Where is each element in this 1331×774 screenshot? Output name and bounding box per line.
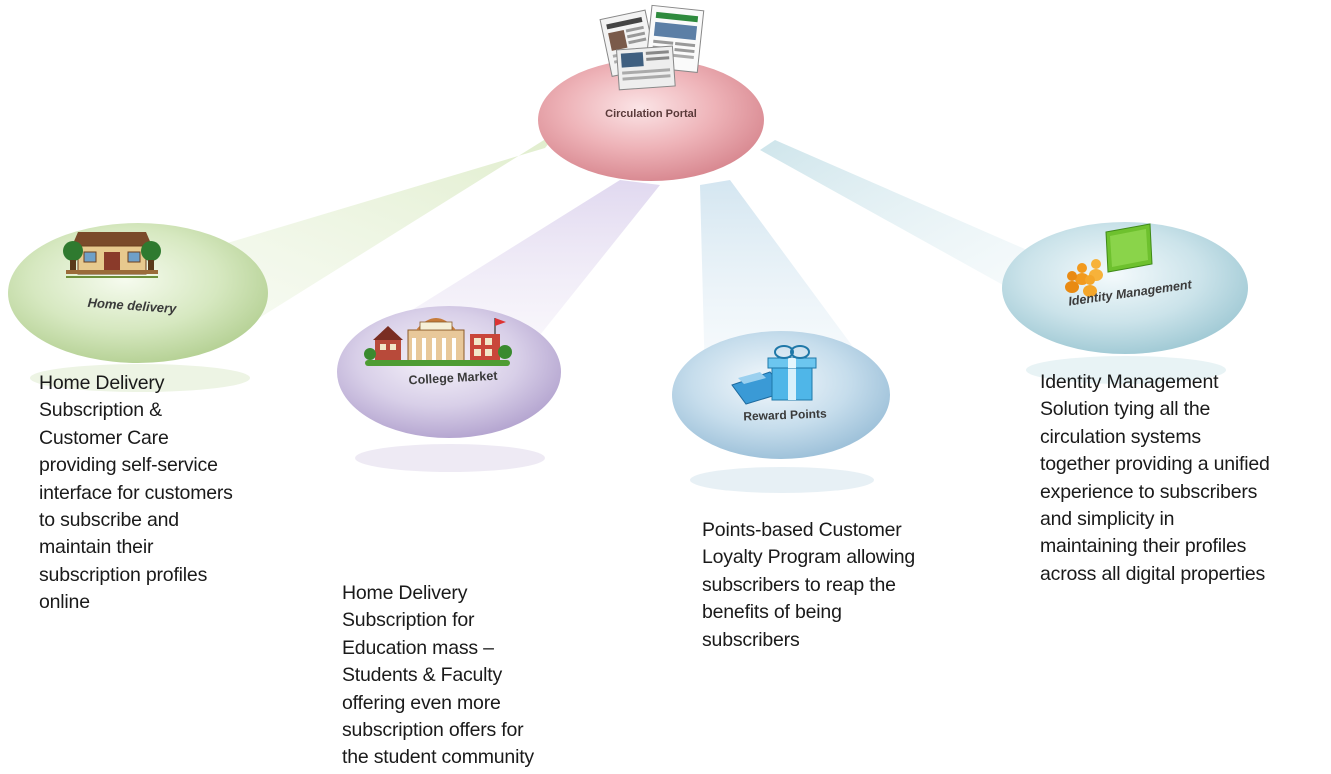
identity-management-reflection [1026, 356, 1226, 384]
college-market-description: Home Delivery Subscription for Education… [342, 582, 534, 769]
gift-icon [731, 345, 817, 405]
reward-points-description: Points-based Customer Loyalty Program al… [702, 519, 916, 651]
college-icon [364, 318, 512, 366]
beam-identity-management [760, 140, 1050, 300]
college-market-reflection [355, 444, 545, 472]
reward-points-reflection [690, 467, 874, 493]
home-delivery-reflection [30, 364, 250, 392]
hub-label: Circulation Portal [605, 108, 697, 120]
identity-management-description: Identity Management Solution tying all t… [1040, 371, 1270, 585]
beam-reward-points [700, 180, 870, 380]
house-icon [63, 232, 161, 278]
newspapers-icon [599, 4, 705, 91]
hub-ellipse [538, 59, 764, 181]
people-screen-icon [1065, 223, 1153, 297]
identity-management-ellipse [1002, 222, 1248, 354]
home-delivery-description: Home Delivery Subscription & Customer Ca… [39, 372, 233, 614]
